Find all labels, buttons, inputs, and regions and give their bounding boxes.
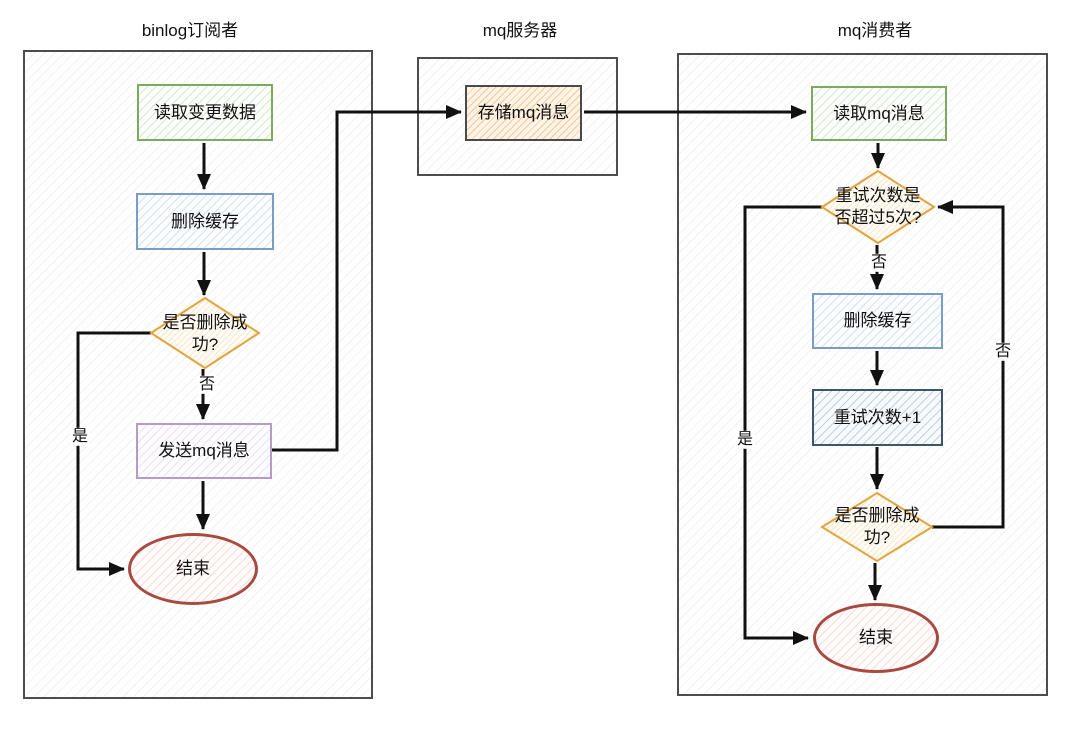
- lane-title-binlog-subscriber: binlog订阅者: [141, 21, 239, 40]
- node-is-delete-ok-left-label: 是否删除成功?: [162, 312, 248, 354]
- node-send-mq: 发送mq消息: [136, 423, 272, 479]
- diamond-is-delete-ok-left-shape: [149, 296, 261, 370]
- node-end-right: 结束: [813, 603, 939, 673]
- edge-retrydecision-yes-to-end-right: [743, 205, 822, 645]
- node-retry-plus-1: 重试次数+1: [812, 389, 943, 446]
- diamond-retry-over-5-shape: [820, 169, 936, 245]
- edge-label-yes-left: 是: [69, 427, 91, 447]
- node-end-left: 结束: [128, 533, 258, 605]
- edge-label-yes-right: 是: [734, 430, 756, 450]
- diamond-is-delete-ok-right-shape: [820, 491, 934, 563]
- lane-title-mq-consumer: mq消费者: [837, 21, 913, 40]
- edge-sendmq-to-storemq: [272, 105, 462, 452]
- edge-decision-no-loop-back: [932, 200, 1005, 529]
- edge-label-no-loop: 否: [992, 342, 1014, 362]
- lane-mq-consumer: [677, 53, 1048, 696]
- node-delete-cache-right: 删除缓存: [812, 293, 943, 349]
- lane-title-mq-server: mq服务器: [482, 21, 558, 40]
- node-read-change-data: 读取变更数据: [137, 84, 273, 141]
- node-is-delete-ok-right-label: 是否删除成功?: [834, 505, 920, 547]
- node-read-mq: 读取mq消息: [811, 86, 947, 141]
- node-retry-over-5-label: 重试次数是否超过5次?: [834, 185, 922, 227]
- lane-mq-server: [417, 57, 618, 176]
- edge-label-no-left: 否: [196, 375, 218, 395]
- lane-binlog-subscriber: [23, 50, 373, 699]
- edge-label-no-retry: 否: [868, 253, 890, 273]
- node-store-mq: 存储mq消息: [465, 85, 582, 141]
- edge-decision-yes-to-end-left: [76, 331, 151, 576]
- node-delete-cache-left: 删除缓存: [136, 193, 274, 250]
